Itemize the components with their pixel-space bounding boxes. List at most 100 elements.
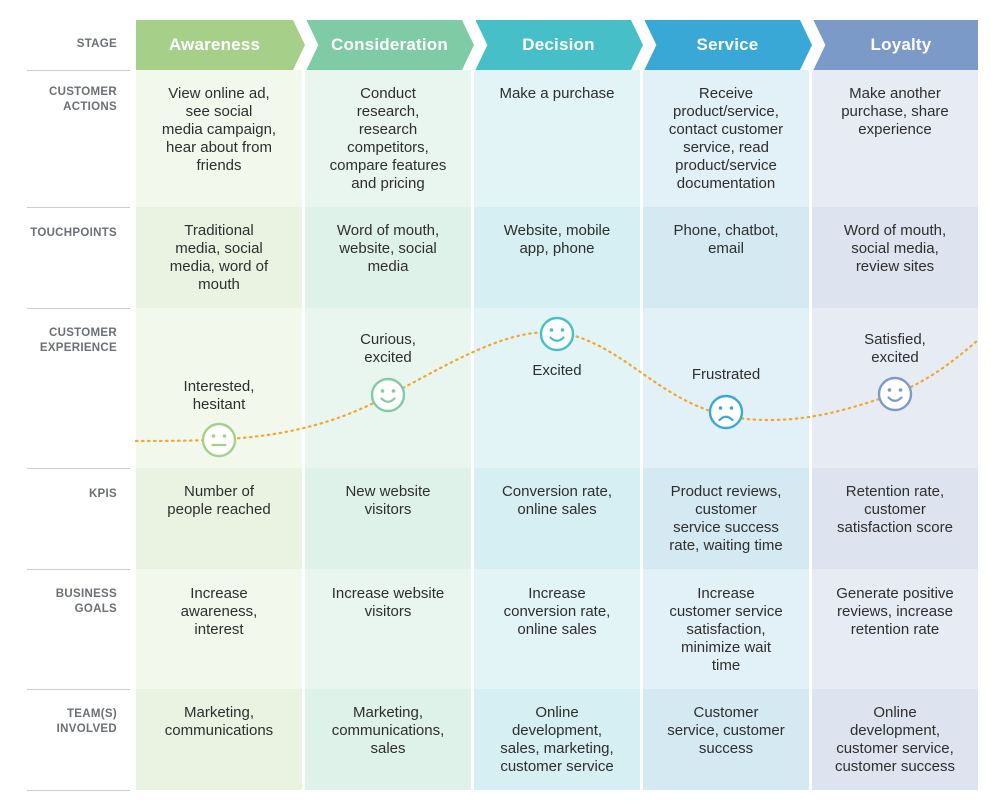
row-divider xyxy=(27,689,130,690)
stage-chevron-shape xyxy=(303,19,474,71)
kpis-cell: Conversion rate,online sales xyxy=(474,483,640,519)
experience-label: Excited xyxy=(474,362,640,380)
kpis-line: Product reviews, xyxy=(670,483,782,500)
cell-background xyxy=(136,207,302,308)
touchpoints-line: social media, xyxy=(851,240,939,257)
kpis-line: Retention rate, xyxy=(845,483,945,500)
teams-line: communications, xyxy=(331,722,445,739)
teams-line: Marketing, xyxy=(183,704,255,721)
cell-background xyxy=(474,207,640,308)
cell-background xyxy=(812,468,978,569)
cell-background xyxy=(812,689,978,790)
teams-line: Online xyxy=(873,704,917,721)
actions-line: research, xyxy=(356,103,420,120)
teams-line: development, xyxy=(849,722,941,739)
actions-line: experience xyxy=(858,121,932,138)
touchpoints-line: email xyxy=(708,240,744,257)
goals-line: Increase xyxy=(528,585,586,602)
row-divider xyxy=(27,569,130,570)
stage-header-loyalty: Loyalty xyxy=(810,19,978,71)
neutral-face-icon xyxy=(201,422,237,458)
goals-line: Increase xyxy=(697,585,755,602)
goals-line: customer service xyxy=(669,603,783,620)
touchpoints-cell: Phone, chatbot,email xyxy=(643,222,809,258)
cell-background xyxy=(812,70,978,207)
goals-line: visitors xyxy=(364,603,412,620)
stage-header-consideration: Consideration xyxy=(303,19,474,71)
row-label-line: EXPERIENCE xyxy=(39,342,117,354)
cell-background xyxy=(474,70,640,207)
actions-line: see social xyxy=(185,103,253,120)
cell-background xyxy=(305,468,471,569)
touchpoints-line: Word of mouth, xyxy=(336,222,440,239)
cell-background xyxy=(643,468,809,569)
experience-line: hesitant xyxy=(192,396,246,413)
touchpoints-line: Website, mobile xyxy=(503,222,611,239)
touchpoints-line: media xyxy=(367,258,409,275)
kpis-line: satisfaction score xyxy=(837,519,953,536)
kpis-line: Number of xyxy=(183,483,255,500)
touchpoints-line: review sites xyxy=(855,258,935,275)
cell-background xyxy=(136,689,302,790)
teams-line: Customer xyxy=(693,704,759,721)
cell-background xyxy=(474,689,640,790)
teams-line: sales, marketing, xyxy=(500,740,614,757)
cell-background xyxy=(305,207,471,308)
cell-background xyxy=(305,689,471,790)
actions-line: research xyxy=(358,121,418,138)
actions-line: contact customer xyxy=(668,121,784,138)
teams-line: Online xyxy=(535,704,579,721)
actions-line: purchase, share xyxy=(841,103,949,120)
actions-line: Conduct xyxy=(360,85,416,102)
row-label-teams: TEAM(S)INVOLVED xyxy=(0,707,127,737)
actions-line: Receive xyxy=(698,85,754,102)
goals-line: satisfaction, xyxy=(686,621,766,638)
actions-line: and pricing xyxy=(351,175,425,192)
cell-background xyxy=(305,70,471,207)
experience-label: Interested,hesitant xyxy=(136,378,302,414)
goals-line: minimize wait xyxy=(680,639,771,656)
kpis-line: people reached xyxy=(167,501,271,518)
row-label-line: GOALS xyxy=(74,603,117,615)
frowning-face-icon xyxy=(708,394,744,430)
touchpoints-line: media, word of xyxy=(169,258,269,275)
actions-line: View online ad, xyxy=(168,85,270,102)
goals-line: interest xyxy=(194,621,244,638)
teams-line: success xyxy=(698,740,754,757)
actions-line: competitors, xyxy=(347,139,429,156)
cell-background xyxy=(136,468,302,569)
actions-line: friends xyxy=(196,157,242,174)
actions-line: product/service xyxy=(675,157,777,174)
kpis-line: rate, waiting time xyxy=(669,537,783,554)
actions-line: service, read xyxy=(683,139,769,156)
goals-line: time xyxy=(711,657,741,674)
smiling-face-icon xyxy=(877,376,913,412)
cell-background xyxy=(305,569,471,689)
teams-line: customer service xyxy=(500,758,614,775)
touchpoints-line: Traditional xyxy=(184,222,254,239)
goals-line: online sales xyxy=(517,621,597,638)
experience-line: excited xyxy=(364,349,412,366)
actions-line: product/service, xyxy=(673,103,779,120)
experience-line: Satisfied, xyxy=(864,331,926,348)
teams-cell: Marketing,communications xyxy=(136,704,302,740)
smiling-face-icon xyxy=(539,316,575,352)
touchpoints-line: app, phone xyxy=(519,240,595,257)
actions-cell: Make a purchase xyxy=(474,85,640,103)
cell-background xyxy=(136,569,302,689)
experience-line: Curious, xyxy=(360,331,416,348)
teams-line: Marketing, xyxy=(352,704,424,721)
stage-name: Loyalty xyxy=(870,35,932,54)
